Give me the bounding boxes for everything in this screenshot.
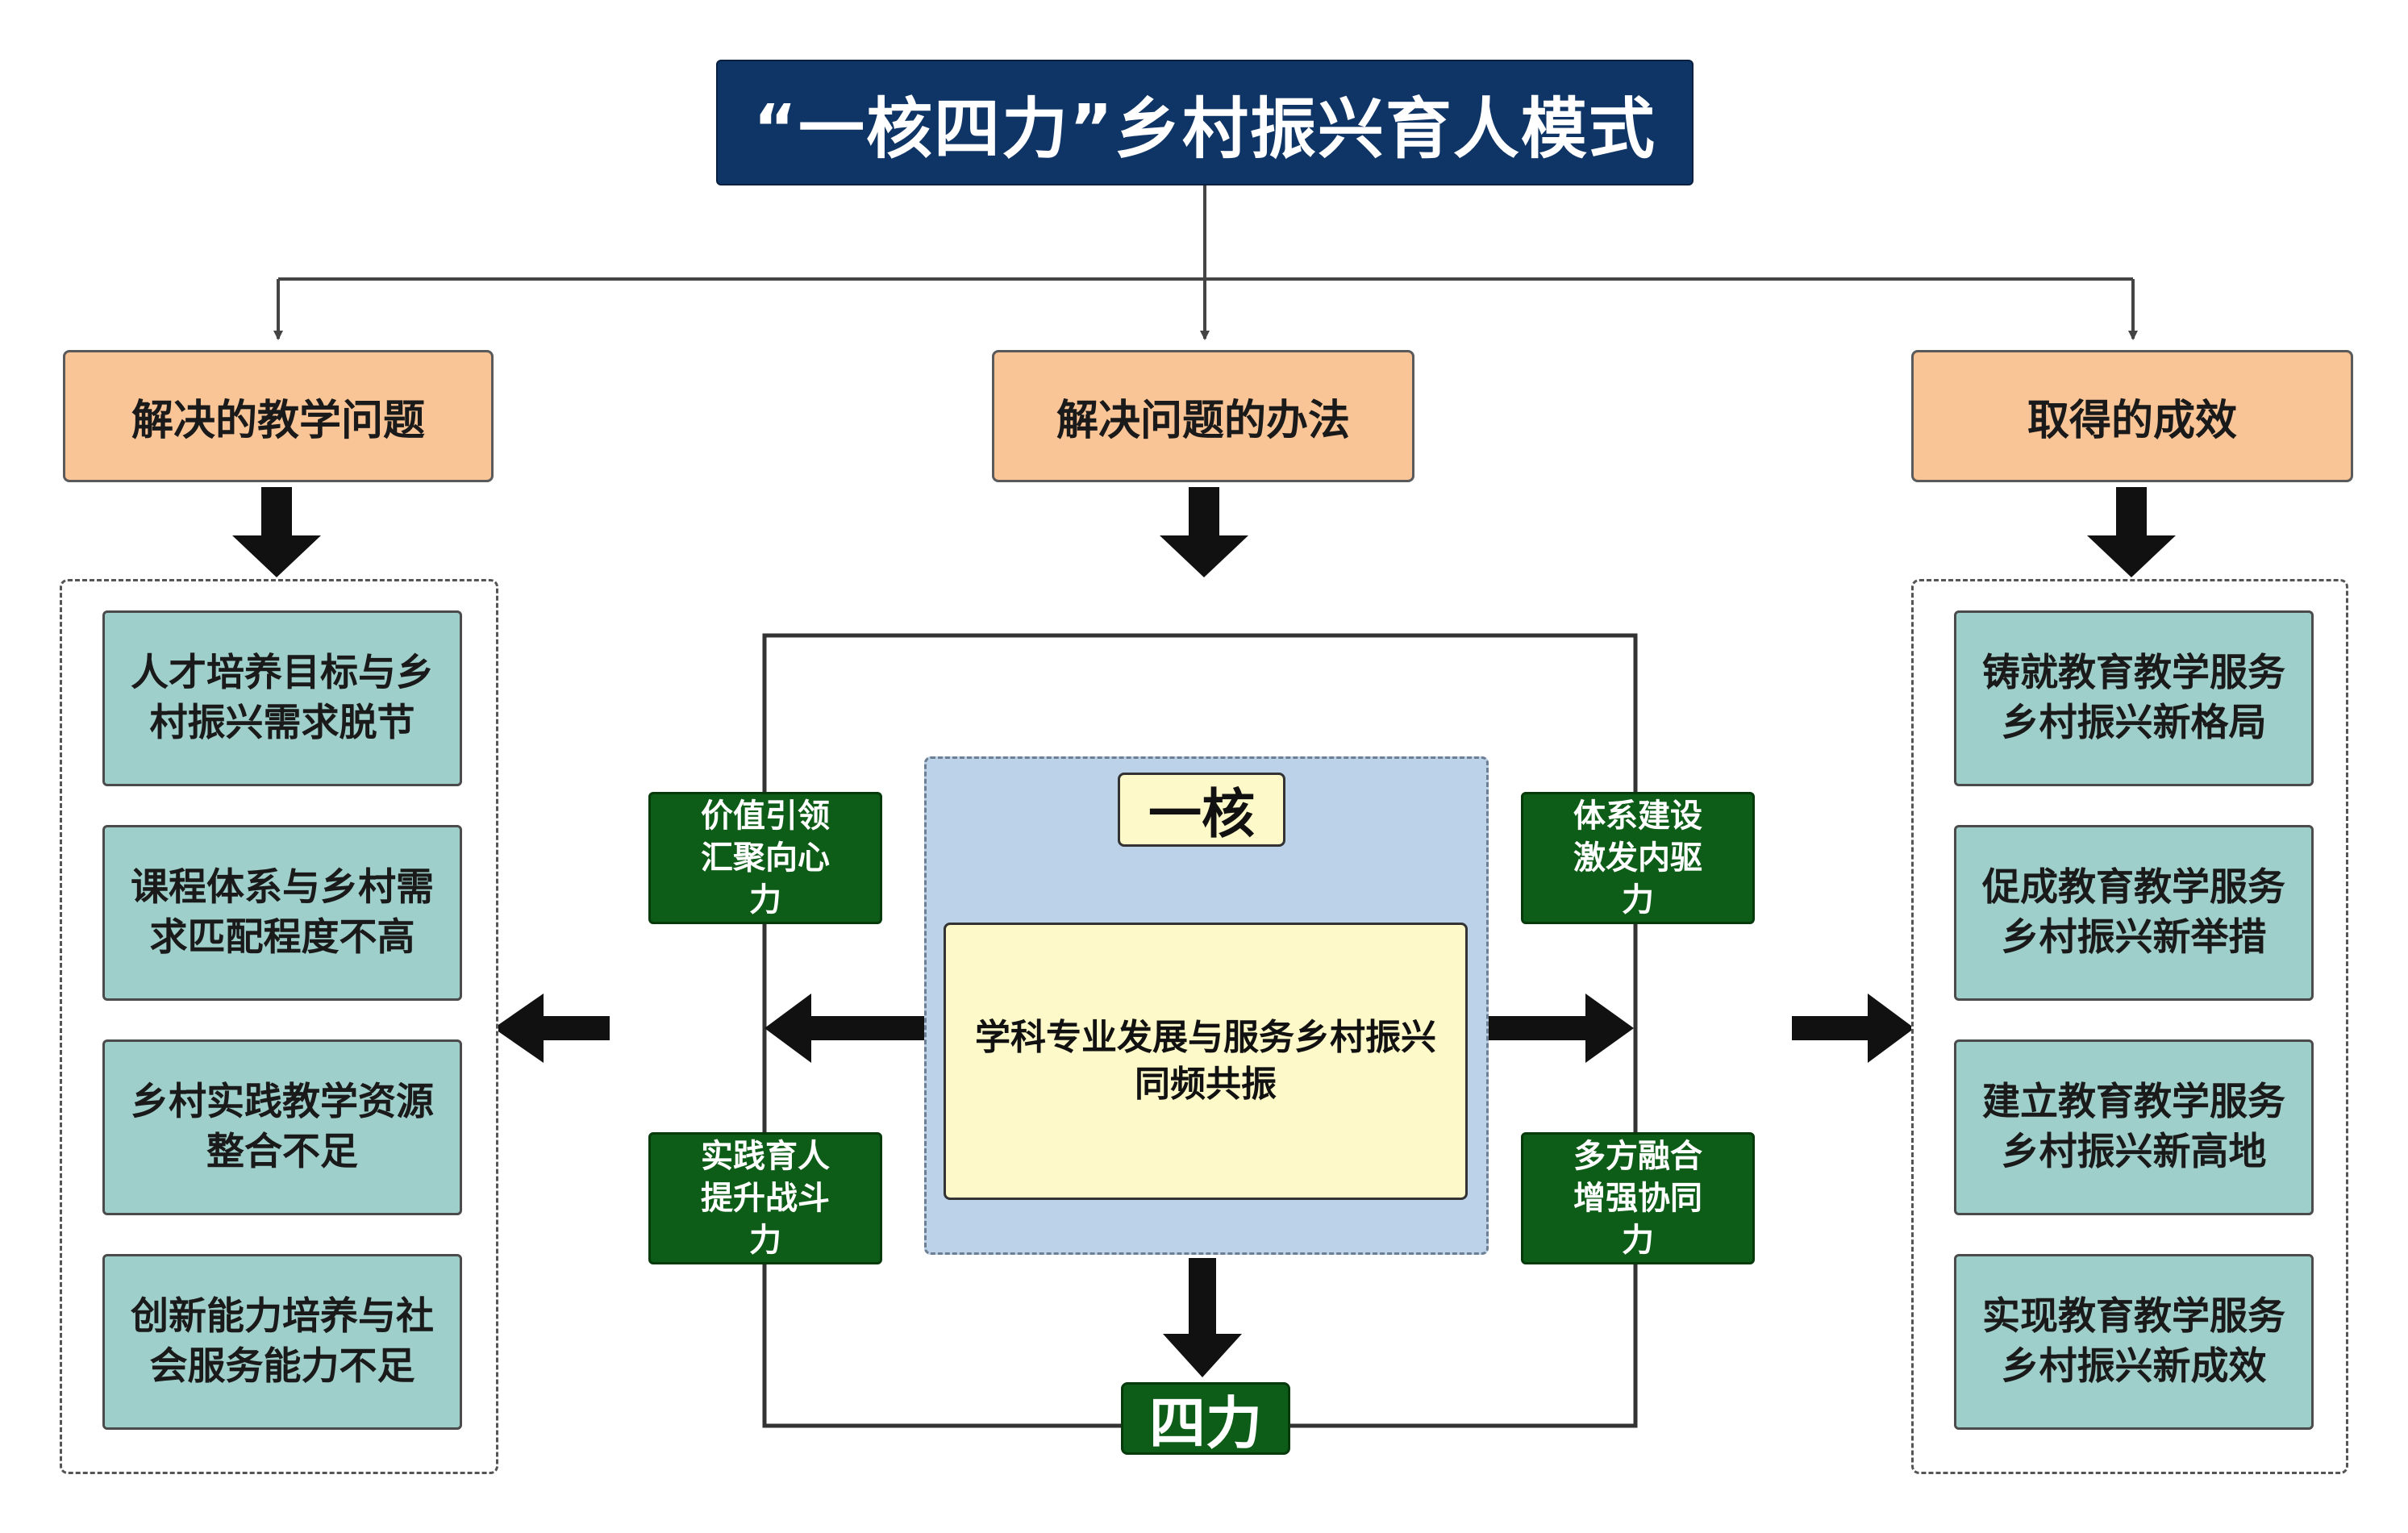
result-item: 促成教育教学服务乡村振兴新举措 [1954,825,2314,1001]
force-multi-integration: 多方融合增强协同力 [1521,1132,1755,1264]
core-statement-text: 学科专业发展与服务乡村振兴同频共振 [975,1017,1436,1105]
force-text: 多方融合增强协同力 [1573,1138,1702,1259]
arrow-to-four-forces [1163,1258,1242,1377]
header-right-label: 取得的成效 [2027,396,2237,445]
header-middle-label: 解决问题的办法 [1056,396,1350,445]
four-forces-label: 四力 [1121,1382,1290,1456]
header-results: 取得的成效 [1911,350,2353,482]
four-forces-label-text: 四力 [1149,1389,1262,1456]
arrow-core-to-left-frame [764,994,924,1063]
header-down-arrows [232,487,2176,577]
force-value-guidance: 价值引领汇聚向心力 [648,792,882,924]
result-item: 实现教育教学服务乡村振兴新成效 [1954,1254,2314,1430]
header-teaching-problems: 解决的教学问题 [63,350,494,482]
problem-item: 人才培养目标与乡村振兴需求脱节 [102,610,462,786]
core-statement: 学科专业发展与服务乡村振兴同频共振 [944,923,1468,1200]
down-arrow-left [232,487,321,577]
force-text: 体系建设激发内驱力 [1573,798,1702,919]
header-solutions: 解决问题的办法 [992,350,1414,482]
down-arrow-middle [1160,487,1248,577]
result-item: 铸就教育教学服务乡村振兴新格局 [1954,610,2314,786]
force-text: 价值引领汇聚向心力 [701,798,830,919]
header-left-label: 解决的教学问题 [131,396,425,445]
force-system-building: 体系建设激发内驱力 [1521,792,1755,924]
results-column: 铸就教育教学服务乡村振兴新格局 促成教育教学服务乡村振兴新举措 建立教育教学服务… [1911,579,2348,1474]
force-text: 实践育人提升战斗力 [701,1138,830,1259]
title-connector [273,185,2138,340]
title-text: “一核四力”乡村振兴育人模式 [753,90,1656,168]
core-label: 一核 [1118,773,1285,847]
problem-item: 课程体系与乡村需求匹配程度不高 [102,825,462,1001]
problems-column: 人才培养目标与乡村振兴需求脱节 课程体系与乡村需求匹配程度不高 乡村实践教学资源… [60,579,498,1474]
problem-item: 创新能力培养与社会服务能力不足 [102,1254,462,1430]
arrow-core-to-right-frame [1489,994,1634,1063]
force-practice-education: 实践育人提升战斗力 [648,1132,882,1264]
horizontal-arrows [494,994,1914,1063]
arrow-to-results [1792,994,1914,1063]
result-item: 建立教育教学服务乡村振兴新高地 [1954,1039,2314,1215]
problem-item: 乡村实践教学资源整合不足 [102,1039,462,1215]
page-title: “一核四力”乡村振兴育人模式 [716,60,1694,185]
core-label-text: 一核 [1148,783,1255,845]
arrow-to-problems [494,994,610,1063]
down-arrow-right [2087,487,2176,577]
